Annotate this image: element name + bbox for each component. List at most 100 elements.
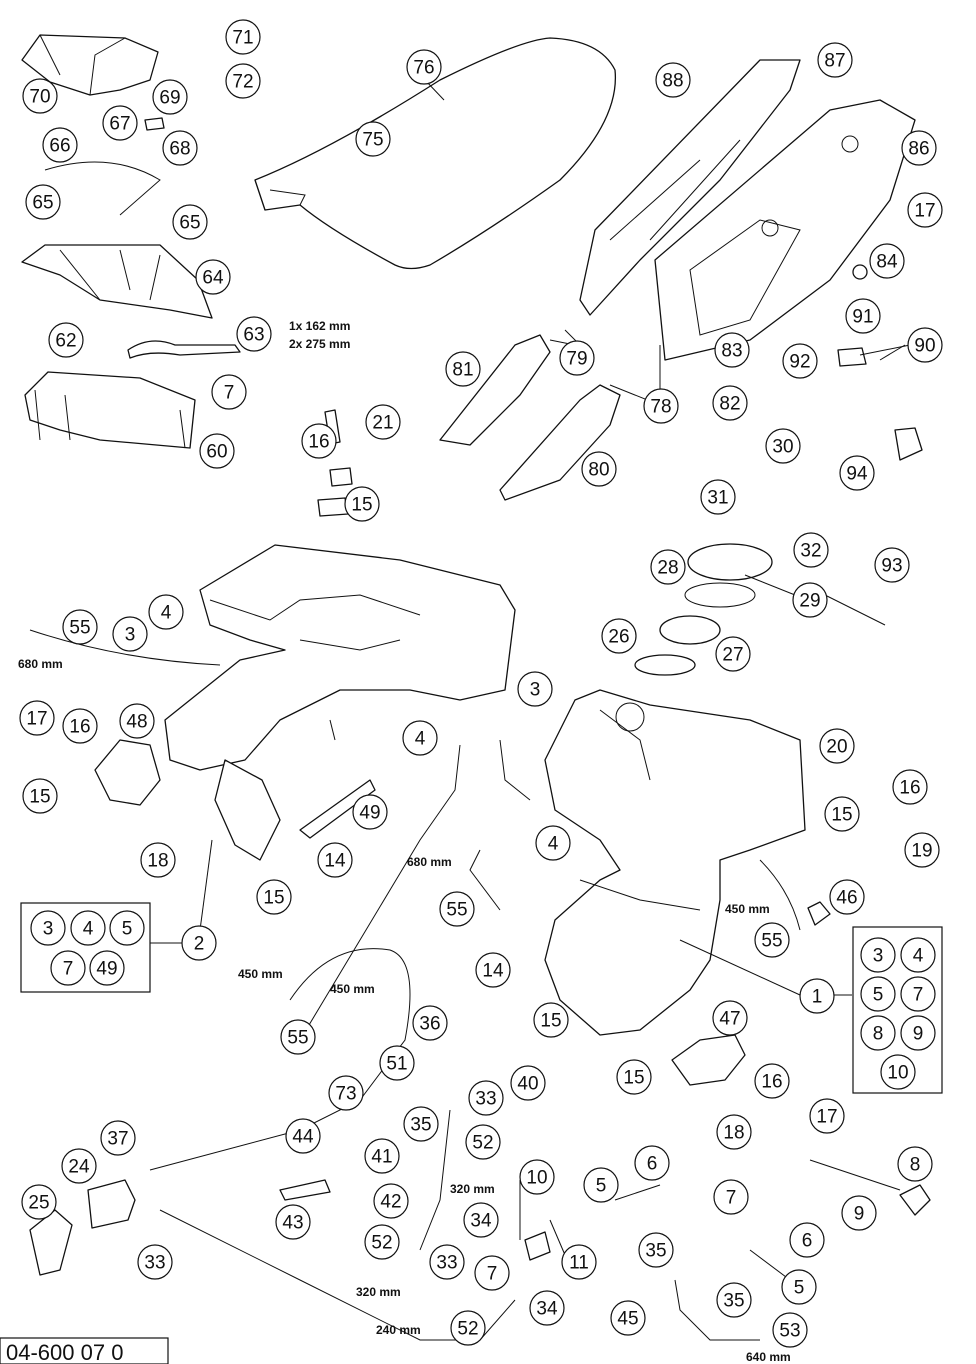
part-headlight-bracket [24, 371, 196, 449]
callout-c41: 41 [364, 1138, 400, 1174]
callout-circle [463, 1202, 499, 1238]
callout-c47: 47 [712, 1000, 748, 1036]
callout-circle [610, 1300, 646, 1336]
callout-label: 21 [372, 413, 393, 434]
callout-label: 72 [232, 72, 253, 93]
callout-c25: 25 [21, 1184, 57, 1220]
callout-circle [712, 1000, 748, 1036]
callout-label: 47 [719, 1009, 740, 1030]
callout-circle [716, 1282, 752, 1318]
callout-c15a: 15 [344, 486, 380, 522]
callout-label: 16 [308, 432, 329, 453]
callout-c55c: 55 [754, 922, 790, 958]
callout-c55d: 55 [280, 1019, 316, 1055]
callout-circle [172, 204, 208, 240]
callout-label: 5 [596, 1176, 607, 1197]
callout-circle [22, 78, 58, 114]
callout-circle [429, 1244, 465, 1280]
callout-c42: 42 [373, 1183, 409, 1219]
callout-circle [535, 825, 571, 861]
measurement-labels: 1x 162 mm 2x 275 mm 680 mm 680 mm 450 mm… [18, 319, 791, 1364]
callout-circle [301, 423, 337, 459]
callout-label: 33 [436, 1253, 457, 1274]
callout-circle [655, 62, 691, 98]
callout-label: 2 [194, 934, 205, 955]
callout-c17c: 17 [809, 1098, 845, 1134]
callout-circle [714, 332, 750, 368]
callout-circle [162, 130, 198, 166]
callout-c17a: 17 [907, 192, 943, 228]
callout-label: 33 [475, 1089, 496, 1110]
callout-circle [809, 1098, 845, 1134]
callout-label: 4 [161, 603, 172, 624]
callout-circle [352, 794, 388, 830]
callout-label: 24 [68, 1157, 90, 1178]
callout-circle [225, 19, 261, 55]
callout-c92: 92 [782, 343, 818, 379]
callout-label: 65 [32, 193, 53, 214]
callout-c82: 82 [712, 385, 748, 421]
callout-label: 16 [69, 717, 90, 738]
callout-label: 10 [887, 1063, 908, 1084]
callout-c2: 2 [181, 925, 217, 961]
callout-c4b: 4 [402, 720, 438, 756]
callout-c18a: 18 [140, 842, 176, 878]
callout-circle [561, 1244, 597, 1280]
callout-label: 7 [487, 1264, 498, 1285]
callout-label: 5 [873, 985, 884, 1006]
callout-c10: 10 [519, 1159, 555, 1195]
part-side-panel-left [579, 59, 801, 316]
callout-c16d: 16 [754, 1063, 790, 1099]
callout-c52c: 52 [450, 1310, 486, 1346]
part-drawings [21, 34, 931, 1276]
callout-label: 40 [517, 1074, 538, 1095]
callout-circle [70, 910, 106, 946]
callout-c46: 46 [829, 879, 865, 915]
callout-circle [30, 910, 66, 946]
callout-label: 79 [566, 349, 587, 370]
callout-c62: 62 [48, 322, 84, 358]
callout-c51: 51 [379, 1045, 415, 1081]
callout-label: 78 [650, 397, 671, 418]
callout-label: 7 [726, 1188, 737, 1209]
callout-c52a: 52 [465, 1124, 501, 1160]
callout-c84: 84 [869, 243, 905, 279]
callout-label: 73 [335, 1084, 356, 1105]
callout-circle [445, 351, 481, 387]
callout-circle [364, 1224, 400, 1260]
callout-c69: 69 [152, 79, 188, 115]
callout-c29: 29 [792, 582, 828, 618]
callout-label: 7 [224, 383, 235, 404]
callout-label: 34 [536, 1299, 558, 1320]
callout-c53: 53 [772, 1312, 808, 1348]
callout-circle [379, 1045, 415, 1081]
callout-circle [907, 327, 943, 363]
kit2-item: 5 [109, 910, 145, 946]
callout-c4a: 4 [148, 594, 184, 630]
callout-circle [328, 1075, 364, 1111]
callout-label: 11 [569, 1253, 589, 1274]
callout-circle [860, 976, 896, 1012]
callout-label: 94 [846, 464, 868, 485]
part-seat [254, 37, 617, 270]
callout-c67: 67 [102, 105, 138, 141]
callout-c86: 86 [901, 130, 937, 166]
callout-label: 68 [169, 139, 190, 160]
callout-label: 43 [282, 1213, 303, 1234]
callout-circle [119, 703, 155, 739]
callout-circle [829, 879, 865, 915]
part-headlight-mask [21, 244, 213, 319]
measure-hose-320-b: 320 mm [356, 1285, 401, 1299]
callout-label: 55 [69, 618, 90, 639]
callout-c21: 21 [365, 404, 401, 440]
callout-label: 45 [617, 1309, 638, 1330]
callout-label: 75 [362, 130, 383, 151]
callout-c18b: 18 [716, 1114, 752, 1150]
callout-label: 76 [413, 58, 434, 79]
callout-c16c: 16 [892, 769, 928, 805]
callout-label: 83 [721, 341, 742, 362]
callout-c40: 40 [510, 1065, 546, 1101]
callout-label: 28 [657, 558, 678, 579]
callout-label: 26 [608, 627, 629, 648]
